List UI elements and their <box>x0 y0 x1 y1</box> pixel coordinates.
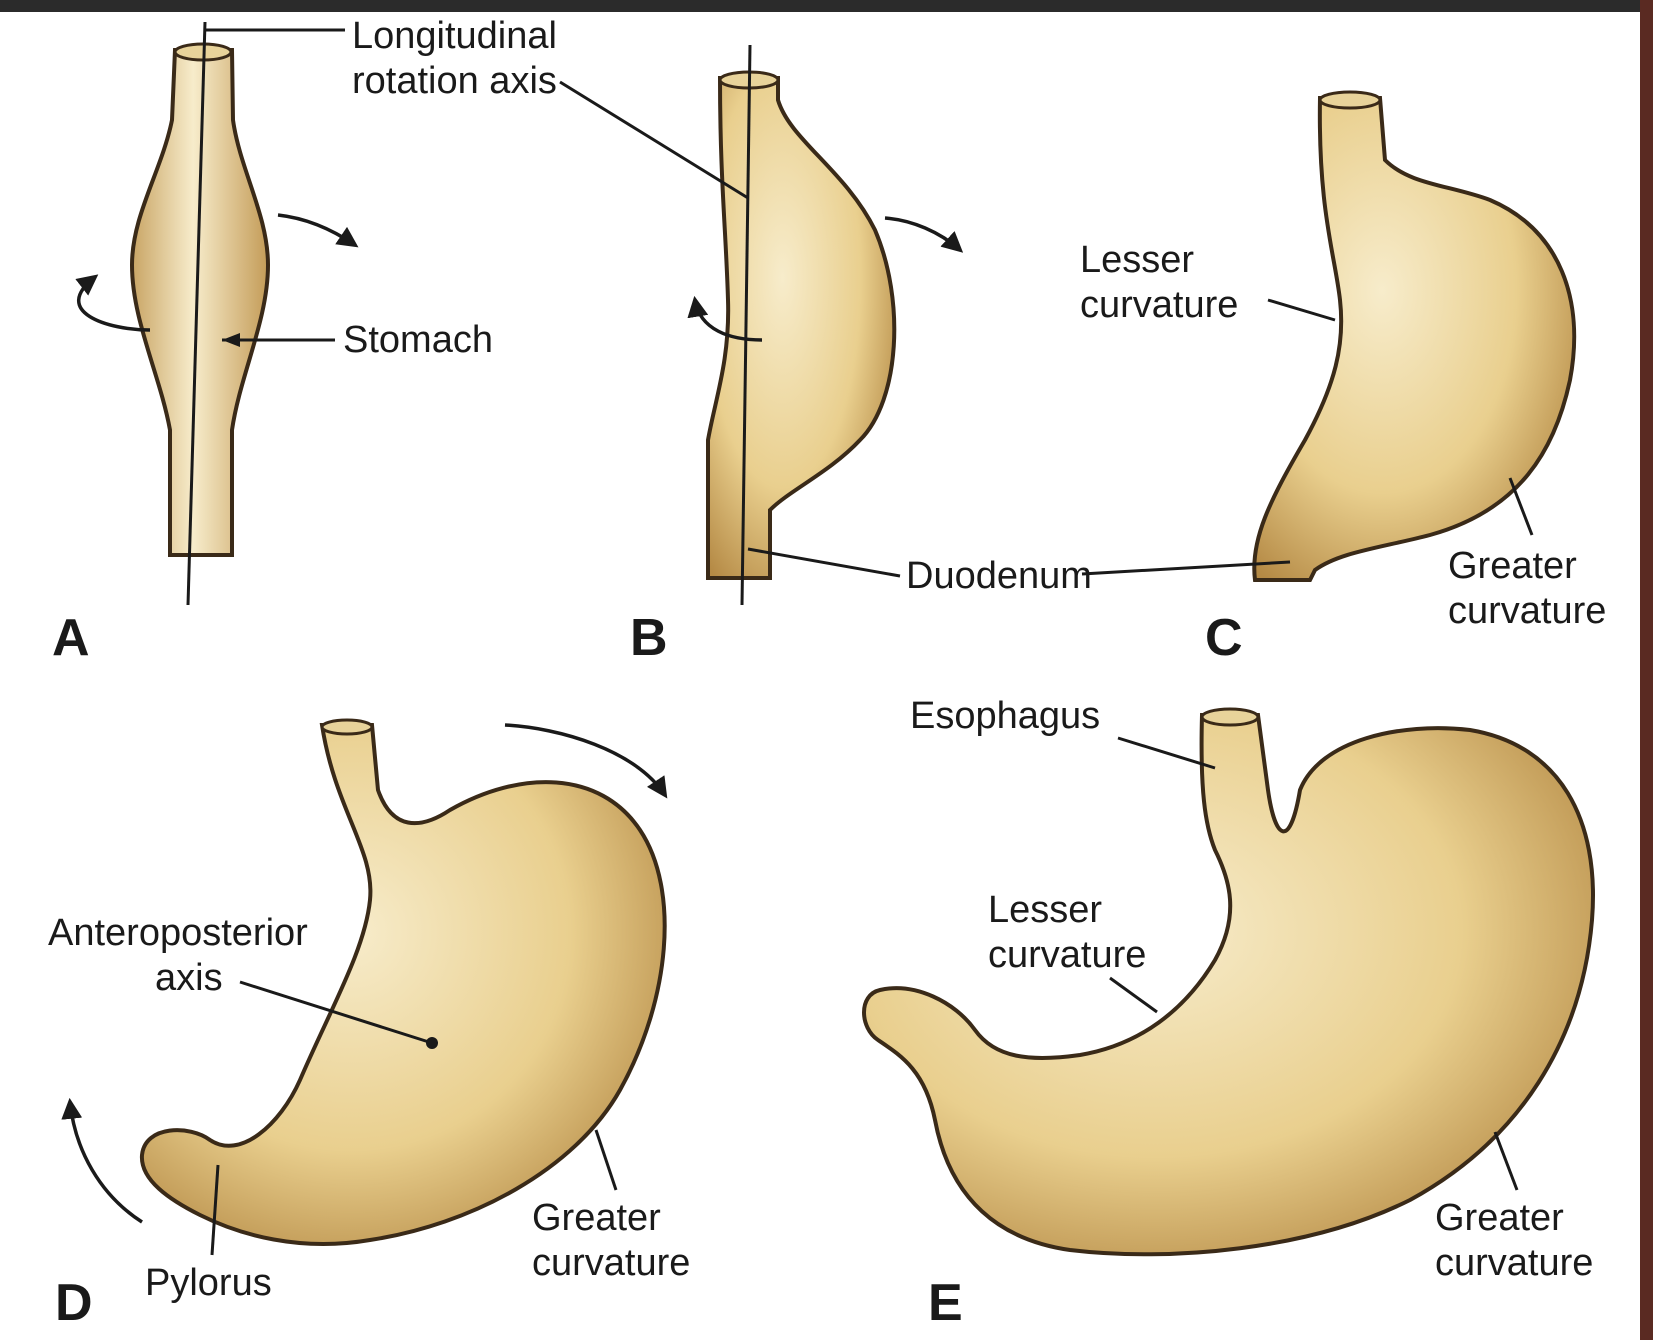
panel-d-group: Anteroposterior axis Pylorus Greater cur… <box>48 718 690 1332</box>
esophagus-label: Esophagus <box>910 695 1100 737</box>
panel-b-duodenum-leader <box>747 547 901 578</box>
pylorus-label: Pylorus <box>145 1262 272 1304</box>
panel-b-axis-leader <box>559 80 749 200</box>
anteroposterior-leader <box>239 980 433 1045</box>
right-frame-bar <box>1640 0 1653 1340</box>
panel-e-lesser-label-line1: Lesser <box>988 889 1102 931</box>
panel-d-stomach-shape <box>139 723 667 1246</box>
panel-b-rotation-arrow-left <box>687 295 763 342</box>
top-frame-bar <box>0 0 1653 12</box>
panel-a-group: Longitudinal rotation axis Stomach A <box>52 15 557 667</box>
panel-e-esophagus-opening <box>1200 707 1260 727</box>
panel-label-a: A <box>52 609 90 667</box>
panel-b-group: B <box>559 44 964 667</box>
panel-label-d: D <box>55 1274 93 1332</box>
duodenum-label: Duodenum <box>906 555 1092 597</box>
panel-a-rotation-axis <box>186 21 207 606</box>
panel-a-rotation-arrow-right <box>277 213 359 248</box>
panel-d-greater-label-line2: curvature <box>532 1242 690 1284</box>
longitudinal-label-line1: Longitudinal <box>352 15 557 57</box>
panel-c-esophagus-opening <box>1318 90 1382 110</box>
longitudinal-label-line2: rotation axis <box>352 60 557 102</box>
anteroposterior-label-line1: Anteroposterior <box>48 912 308 954</box>
panel-e-greater-label-line1: Greater <box>1435 1197 1564 1239</box>
panel-c-group: Lesser curvature Greater curvature C <box>1080 90 1606 667</box>
panel-e-lesser-leader <box>1109 976 1158 1014</box>
panel-e-lesser-label-line2: curvature <box>988 934 1146 976</box>
panel-c-lesser-label-line2: curvature <box>1080 284 1238 326</box>
panel-a-stomach-shape <box>129 48 271 557</box>
panel-d-greater-label-line1: Greater <box>532 1197 661 1239</box>
panel-e-stomach-shape <box>862 713 1595 1257</box>
panel-c-greater-leader <box>1508 477 1534 536</box>
panel-label-b: B <box>630 609 668 667</box>
panel-d-rotation-arrow-top <box>504 723 668 799</box>
panel-c-greater-label-line2: curvature <box>1448 590 1606 632</box>
panel-e-group: Esophagus Lesser curvature Greater curva… <box>862 695 1595 1332</box>
panel-c-lesser-label-line1: Lesser <box>1080 239 1194 281</box>
panel-c-stomach-shape <box>1252 96 1577 582</box>
panel-label-e: E <box>928 1274 963 1332</box>
panel-d-rotation-arrow-bottom <box>61 1097 143 1224</box>
panel-label-c: C <box>1205 609 1243 667</box>
panel-e-greater-leader <box>1493 1131 1519 1191</box>
panel-b-rotation-arrow-right <box>884 216 964 253</box>
pylorus-leader <box>210 1164 220 1256</box>
stomach-label: Stomach <box>343 319 493 361</box>
anteroposterior-label-line2: axis <box>155 957 223 999</box>
panel-a-rotation-arrow-left <box>75 274 151 332</box>
panel-b-rotation-axis <box>740 44 752 606</box>
panel-c-duodenum-leader <box>1081 560 1291 576</box>
panel-b-stomach-shape <box>706 76 897 580</box>
esophagus-leader <box>1117 736 1216 770</box>
panel-c-greater-label-line1: Greater <box>1448 545 1577 587</box>
panel-e-greater-label-line2: curvature <box>1435 1242 1593 1284</box>
stomach-leader-arrowhead <box>222 333 240 347</box>
panel-d-esophagus-opening <box>320 718 374 736</box>
panel-c-lesser-leader <box>1267 298 1336 322</box>
panel-d-greater-leader <box>594 1129 618 1191</box>
